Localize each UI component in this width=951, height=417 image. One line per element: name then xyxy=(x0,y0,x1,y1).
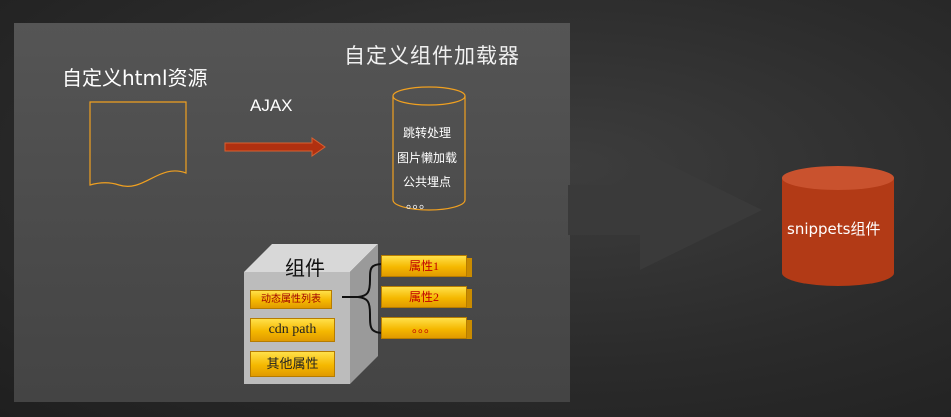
loader-item-redirect: 跳转处理 xyxy=(402,126,451,140)
ajax-label: AJAX xyxy=(250,96,293,115)
brace-connector xyxy=(342,263,385,334)
loader-cylinder xyxy=(392,86,466,211)
attribute-more: 。。。 xyxy=(381,317,472,339)
loader-item-lazyload: 图片懒加载 xyxy=(396,151,457,165)
loader-item-more: 。。。 xyxy=(405,197,432,212)
ajax-arrow xyxy=(224,137,326,157)
cdn-path-field: cdn path xyxy=(250,318,335,342)
attribute-2: 属性2 xyxy=(381,286,472,308)
big-arrow xyxy=(568,150,762,270)
other-attrs-field: 其他属性 xyxy=(250,351,335,377)
snippets-cylinder xyxy=(782,166,894,286)
attribute-1: 属性1 xyxy=(381,255,472,277)
html-source-title: 自定义html资源 xyxy=(62,66,208,90)
attr-list-field: 动态属性列表 xyxy=(250,290,332,309)
document-icon xyxy=(89,101,187,187)
snippets-label: snippets组件 xyxy=(787,220,881,238)
loader-title: 自定义组件加载器 xyxy=(344,44,520,68)
component-title: 组件 xyxy=(285,256,325,280)
loader-item-tracking: 公共埋点 xyxy=(402,175,451,189)
